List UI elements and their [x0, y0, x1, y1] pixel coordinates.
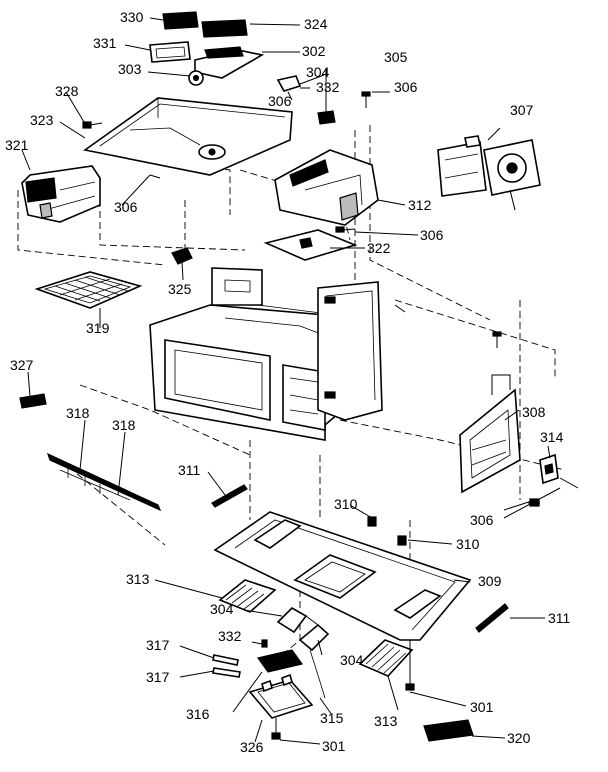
callout-label-308: 308: [522, 404, 546, 420]
callout-label-328: 328: [55, 83, 79, 99]
callout-label-314: 314: [540, 429, 564, 445]
callout-label-304a: 304: [306, 64, 330, 80]
callout-label-309: 309: [478, 573, 502, 589]
callout-label-311b: 311: [548, 610, 571, 626]
part-324-plate: [201, 19, 248, 38]
callout-label-321: 321: [5, 137, 29, 153]
callout-label-313b: 313: [374, 713, 398, 729]
part-312-duct: [274, 149, 379, 226]
callout-label-322: 322: [367, 240, 391, 256]
callout-label-331: 331: [93, 35, 117, 51]
callout-label-323: 323: [30, 112, 54, 128]
part-332-screw: [251, 639, 268, 648]
callout-label-301a: 301: [470, 699, 494, 715]
callout-label-306b: 306: [394, 79, 418, 95]
part-317-clips: [212, 654, 241, 678]
callout-label-310a: 310: [334, 496, 358, 512]
callout-label-306d: 306: [420, 227, 444, 243]
part-311-rails: [211, 484, 509, 633]
part-323-top-plate: [83, 97, 293, 176]
part-318-rails: [46, 452, 162, 512]
part-303-motor: [188, 70, 204, 86]
callout-label-319: 319: [86, 320, 110, 336]
callout-label-318b: 318: [112, 417, 136, 433]
callout-label-317b: 317: [146, 669, 170, 685]
callout-label-318a: 318: [66, 405, 90, 421]
part-304-lamp-socket: [276, 607, 330, 652]
part-305-block: [317, 110, 336, 125]
callout-label-306e: 306: [470, 512, 494, 528]
part-331-pad: [149, 41, 191, 63]
callout-label-326: 326: [240, 739, 264, 755]
part-330-cover: [162, 11, 199, 30]
part-315-wire: [309, 649, 326, 699]
callout-label-320: 320: [507, 730, 531, 746]
part-320-cover: [423, 719, 474, 742]
callout-label-310b: 310: [456, 536, 480, 552]
part-306-screws-top: [82, 91, 371, 129]
callout-label-316: 316: [186, 706, 210, 722]
callout-label-311a: 311: [178, 462, 201, 478]
part-319-grille: [34, 271, 143, 309]
callout-label-325: 325: [168, 281, 192, 297]
callout-label-313a: 313: [126, 571, 150, 587]
part-306-screws-side: [149, 174, 540, 507]
callout-label-327: 327: [10, 357, 34, 373]
part-321-bracket: [21, 165, 101, 223]
callout-label-315: 315: [320, 710, 344, 726]
callout-label-312: 312: [408, 197, 432, 213]
part-302-bracket: [194, 46, 265, 79]
part-316-lens: [256, 649, 304, 673]
part-327-switch: [19, 393, 47, 409]
part-309-base-plate: [213, 511, 472, 641]
part-307-fan-motor: [437, 135, 541, 211]
callout-label-307: 307: [510, 102, 534, 118]
callout-label-306c: 306: [114, 199, 138, 215]
callout-label-306a: 306: [268, 93, 292, 109]
part-308-bracket: [459, 374, 521, 494]
callout-label-332a: 332: [316, 79, 340, 95]
part-301-screws: [271, 640, 415, 740]
callout-label-317a: 317: [146, 637, 170, 653]
callout-label-303: 303: [118, 61, 142, 77]
part-326-lamp-cover: [248, 673, 314, 719]
part-cavity-body: [149, 267, 383, 441]
part-322-plate: [263, 229, 358, 261]
callout-label-304b: 304: [210, 601, 234, 617]
part-304-clip: [276, 75, 302, 92]
part-325-gear: [171, 247, 193, 265]
part-314-latch: [539, 453, 579, 489]
callout-label-302: 302: [302, 43, 326, 59]
callout-label-330: 330: [120, 9, 144, 25]
callout-label-332b: 332: [218, 628, 242, 644]
part-313-filters: [218, 579, 414, 677]
callout-label-304c: 304: [340, 652, 364, 668]
callout-label-305: 305: [384, 49, 408, 65]
callout-label-301b: 301: [322, 738, 346, 754]
leader-lines: [21, 17, 561, 745]
callout-label-324: 324: [304, 16, 328, 32]
